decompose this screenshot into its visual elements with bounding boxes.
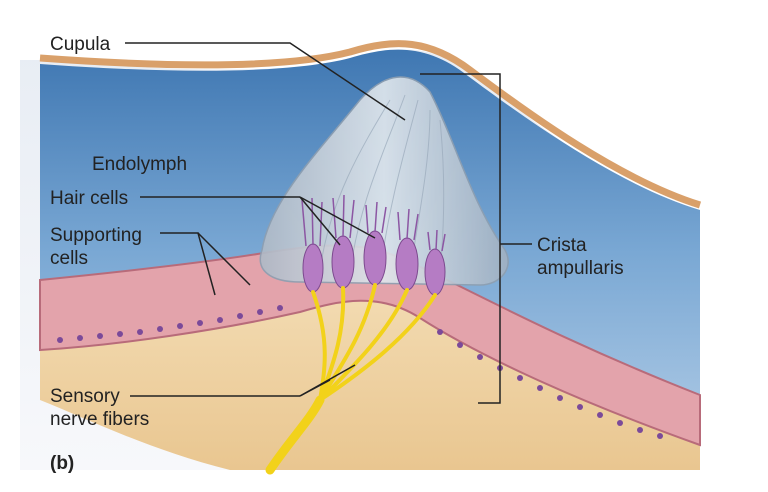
sensory-label-line1: Sensory: [50, 386, 120, 407]
supporting-cells-label-line1: Supporting: [50, 225, 142, 246]
panel-label: (b): [50, 453, 75, 474]
crista-ampullaris-label: Crista ampullaris: [537, 234, 624, 280]
crista-label-line2: ampullaris: [537, 258, 624, 279]
supporting-cells-label: Supporting cells: [50, 224, 142, 270]
leader-lines: [125, 42, 532, 404]
sensory-nerve-fibers: [265, 283, 437, 475]
sensory-label-line2: nerve fibers: [50, 409, 150, 430]
cupula-leader: [125, 42, 406, 121]
hair-cells-label: Hair cells: [50, 188, 129, 209]
cupula-label: Cupula: [50, 34, 111, 55]
cell-nuclei: [57, 305, 663, 439]
membranous-wall: [39, 40, 702, 209]
crista-bracket: [420, 73, 501, 404]
endolymph-label: Endolymph: [92, 154, 188, 175]
hair-cells: [302, 230, 446, 296]
supporting-cells-label-line2: cells: [50, 248, 89, 269]
crista-label-line1: Crista: [537, 235, 587, 256]
stereocilia: [301, 194, 446, 252]
sensory-nerve-fibers-label: Sensory nerve fibers: [50, 385, 149, 431]
cupula: [259, 76, 509, 286]
